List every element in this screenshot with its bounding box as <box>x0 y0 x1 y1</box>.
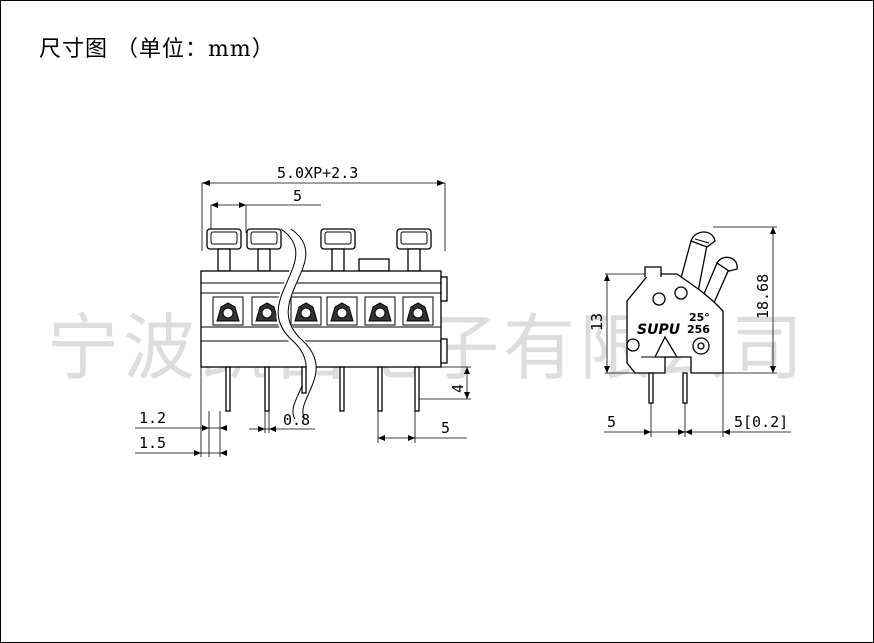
dim-overall-width: 5.0XP+2.3 <box>277 164 358 182</box>
dim-side-right: 5[0.2] <box>734 413 788 431</box>
brand-logo: SUPU <box>637 322 681 338</box>
dim-side-left: 5 <box>607 413 616 431</box>
dim-pin-spacing: 5 <box>441 419 450 437</box>
front-view: 5.0XP+2.3 5 <box>135 164 471 457</box>
dim-offset-b: 1.5 <box>139 434 166 452</box>
page-title: 尺寸图 （单位：mm） <box>39 37 275 62</box>
code-mark: 256 <box>687 323 710 336</box>
dim-pitch-top: 5 <box>293 187 302 205</box>
dim-height-body: 13 <box>588 313 606 331</box>
lever-row <box>206 228 432 272</box>
dim-offset-a: 1.2 <box>139 409 166 427</box>
dim-pin-length: 4 <box>449 384 467 393</box>
dim-height-total: 18.68 <box>754 274 772 319</box>
terminal-windows <box>212 296 434 326</box>
front-pins <box>225 366 420 412</box>
angle-mark: 25° <box>689 311 710 324</box>
dim-pin-width: 0.8 <box>283 411 310 429</box>
side-view: 13 18.68 SUPU 25° <box>588 226 791 437</box>
